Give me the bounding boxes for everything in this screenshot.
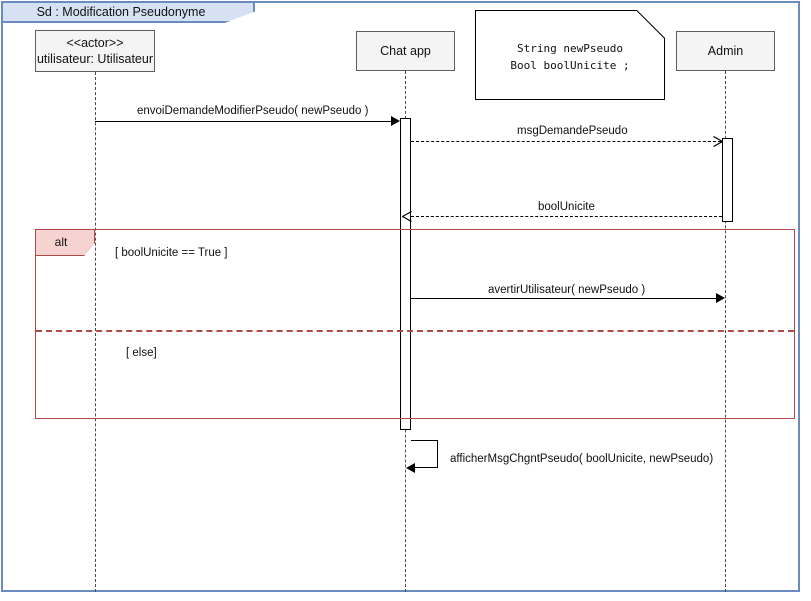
message-arrowhead-m5 (406, 463, 415, 473)
message-arrowhead-m3 (402, 211, 412, 222)
note-box (475, 10, 665, 100)
message-line-m1 (95, 121, 392, 122)
message-arrowhead-m2 (713, 136, 723, 147)
message-label-m1: envoiDemandeModifierPseudo( newPseudo ) (137, 105, 369, 117)
participant-admin-label: Admin (707, 44, 744, 58)
alt-guard-2: [ else] (126, 347, 157, 359)
message-arrowhead-m1 (391, 116, 400, 126)
alt-fragment-divider (36, 330, 794, 332)
message-line-m2 (411, 141, 721, 142)
message-label-m3: boolUnicite (538, 201, 595, 213)
alt-fragment-operator: alt (54, 235, 68, 249)
message-label-m4: avertirUtilisateur( newPseudo ) (488, 284, 646, 296)
message-self-loop-m5 (411, 440, 438, 468)
alt-fragment (35, 229, 795, 419)
lifeline-utilisateur (95, 72, 96, 592)
participant-admin[interactable]: Admin (676, 31, 775, 71)
activation-admin (722, 138, 733, 222)
message-label-m5: afficherMsgChgntPseudo( boolUnicite, new… (450, 453, 714, 465)
participant-chatapp-label: Chat app (380, 44, 431, 58)
message-arrowhead-m4 (716, 293, 725, 303)
message-line-m3 (411, 216, 722, 217)
sd-frame (1, 1, 800, 592)
message-line-m4 (411, 298, 717, 299)
participant-utilisateur-label: utilisateur: Utilisateur (36, 52, 153, 66)
message-label-m2: msgDemandePseudo (517, 125, 628, 137)
activation-chatapp (400, 118, 411, 430)
participant-utilisateur[interactable]: <<actor>> utilisateur: Utilisateur (35, 30, 155, 72)
participant-chatapp[interactable]: Chat app (356, 31, 455, 71)
alt-guard-1: [ boolUnicite == True ] (115, 247, 228, 259)
alt-fragment-tab (35, 229, 95, 256)
sd-frame-title: Sd : Modification Pseudonyme (36, 5, 206, 19)
participant-utilisateur-stereotype: <<actor>> (66, 36, 124, 50)
note-text: String newPseudo Bool boolUnicite ; (510, 42, 630, 72)
